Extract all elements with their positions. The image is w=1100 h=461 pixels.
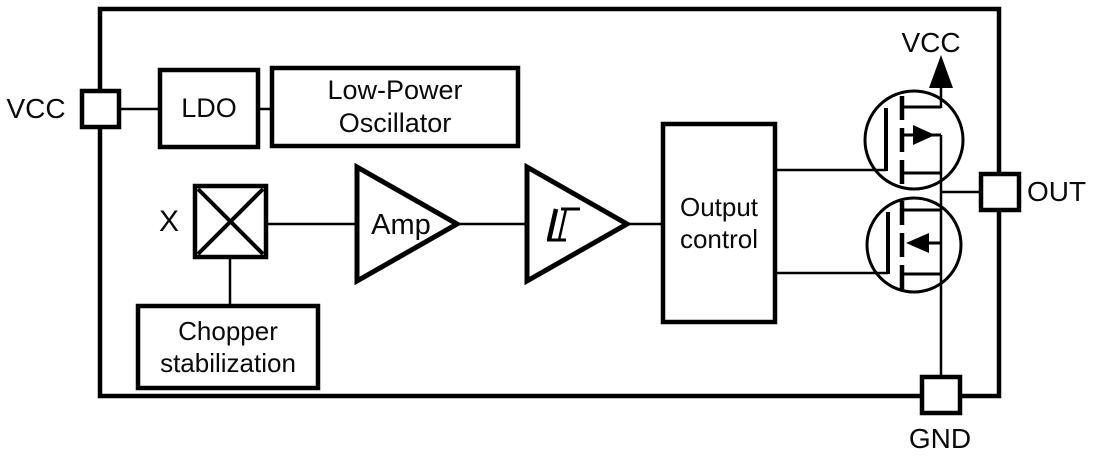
chopper-box: [135, 303, 321, 391]
gnd-pad: [919, 374, 963, 416]
mixer-icon: [192, 183, 269, 260]
out-pad: [978, 171, 1022, 213]
high-side-mosfet-icon: [863, 89, 965, 192]
pads: [79, 88, 1022, 416]
block-outlines: [135, 65, 778, 391]
vcc-arrow-icon: [929, 55, 953, 108]
schmitt-trigger-symbol: [524, 162, 633, 286]
output-control-box: [660, 121, 778, 325]
vcc-pad: [79, 88, 122, 130]
oscillator-box: [269, 65, 521, 149]
hysteresis-icon: [546, 207, 580, 242]
low-side-mosfet-icon: [865, 192, 963, 377]
amplifier-symbol: [354, 162, 463, 286]
ldo-box: [157, 67, 261, 150]
